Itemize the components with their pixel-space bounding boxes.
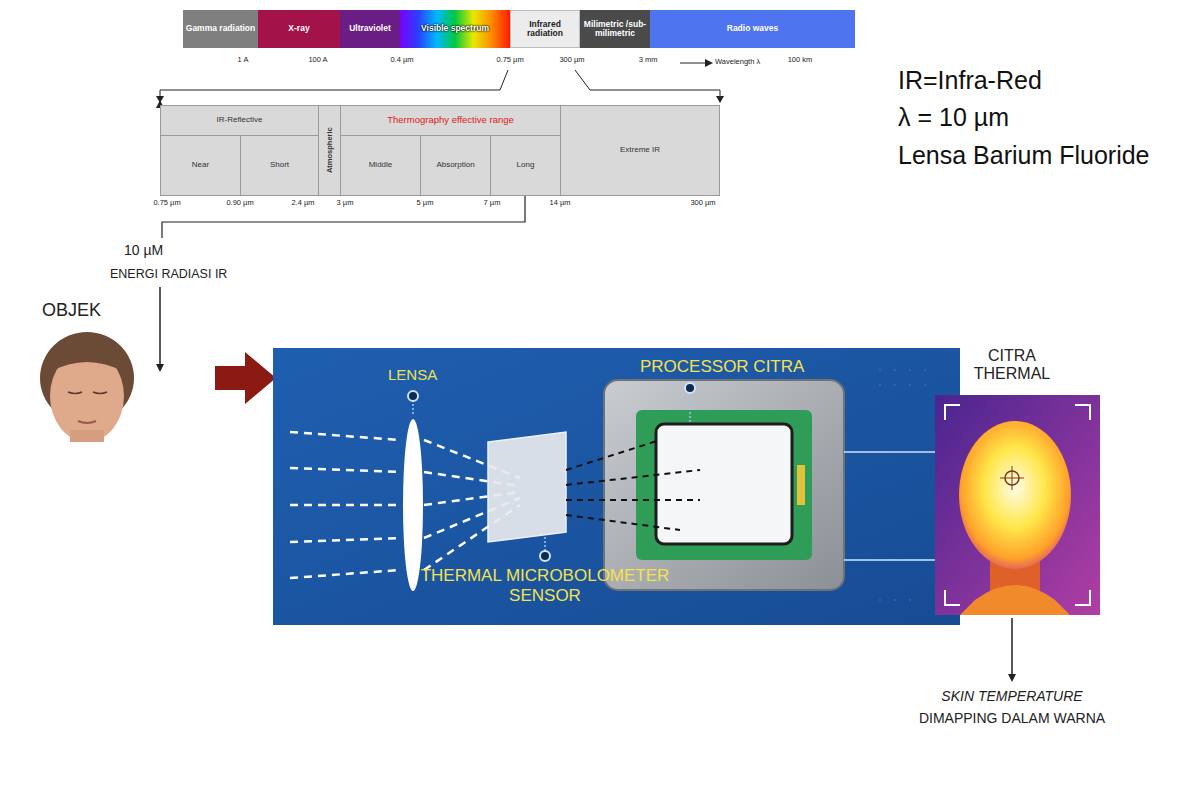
energy-label: ENERGI RADIASI IR — [110, 267, 227, 281]
band-label: Short — [270, 161, 289, 170]
part-label: LENSA — [388, 366, 437, 383]
input-arrow — [215, 352, 276, 404]
band-label: Near — [192, 161, 209, 170]
scale-value: 0.75 µm — [496, 56, 523, 65]
lens — [403, 419, 423, 591]
panel-dots — [879, 369, 926, 601]
band-label: Milimetric /sub-milimetric — [582, 20, 648, 39]
spectrum-band: X-ray — [258, 10, 340, 48]
output-wire — [844, 451, 935, 453]
scale-value: 14 µm — [550, 199, 571, 208]
output-wire — [844, 559, 935, 561]
band-label: Radio waves — [727, 24, 779, 33]
band-label: Atmospheric — [325, 128, 333, 174]
scale-value: 3 µm — [337, 199, 354, 208]
scale-value: 7 µm — [484, 199, 501, 208]
bracket-line — [160, 70, 508, 102]
face-photo — [40, 332, 134, 442]
scale-value: 300 µm — [559, 56, 584, 65]
axis-arrow — [680, 63, 711, 64]
band-label: Middle — [369, 161, 393, 170]
scale-value: 3 mm — [639, 56, 658, 65]
ir-band-cell: Long — [490, 135, 561, 196]
bracket-line — [575, 70, 720, 102]
ir-band-cell: IR-Reflective — [160, 105, 319, 136]
spectrum-band: Milimetric /sub-milimetric — [580, 10, 650, 48]
spectrum-band: Radio waves — [650, 10, 855, 48]
image-processor — [604, 380, 844, 590]
scale-value: 300 µm — [690, 199, 715, 208]
mapping-arrow — [1011, 618, 1013, 680]
image-label: CITRA THERMAL — [952, 347, 1072, 384]
spectrum-band: Ultraviolet — [340, 10, 400, 48]
scale-value: 100 A — [308, 56, 327, 65]
ir-band-cell: Absorption — [420, 135, 491, 196]
scale-value: 5 µm — [417, 199, 434, 208]
band-label: Ultraviolet — [349, 24, 391, 33]
caption-line: DIMAPPING DALAM WARNA — [919, 710, 1105, 726]
note-text: Lensa Barium Fluoride — [898, 141, 1150, 170]
scale-value: 0.75 µm — [153, 199, 180, 208]
bracket-line — [162, 196, 525, 238]
part-label: PROCESSOR CITRA — [640, 357, 804, 377]
caption-line: SKIN TEMPERATURE — [941, 688, 1082, 704]
band-label: Long — [517, 161, 535, 170]
wavelength-label: 10 µM — [124, 242, 163, 258]
band-label: Gamma radiation — [186, 24, 255, 33]
bracket-head — [156, 96, 724, 103]
ir-band-cell: Thermography effective range — [340, 105, 561, 136]
camera-panel — [273, 348, 960, 625]
band-label: Extreme IR — [620, 146, 660, 155]
band-label: Thermography effective range — [387, 115, 514, 125]
ir-band-cell: Near — [160, 135, 241, 196]
note-text: IR=Infra-Red — [898, 66, 1042, 95]
ir-band-cell: Middle — [340, 135, 421, 196]
axis-label: Wavelength λ — [715, 58, 760, 67]
scale-value: 0.90 µm — [226, 199, 253, 208]
band-label: X-ray — [288, 24, 309, 33]
band-label: Infrared radiation — [513, 20, 577, 39]
microbolometer-sensor — [488, 432, 566, 542]
signal-rays — [566, 440, 700, 530]
energy-arrow — [159, 287, 161, 370]
ir-band-cell: Extreme IR — [560, 105, 720, 196]
band-label: Visible spectrum — [421, 24, 489, 33]
scale-value: 1 A — [238, 56, 249, 65]
note-text: λ = 10 µm — [898, 103, 1009, 132]
scale-value: 2.4 µm — [291, 199, 314, 208]
spectrum-band: Infrared radiation — [510, 10, 580, 48]
ir-band-cell: Short — [240, 135, 319, 196]
ir-band-cell: Atmospheric — [318, 105, 341, 196]
band-label: Absorption — [436, 161, 474, 170]
spectrum-band: Gamma radiation — [183, 10, 258, 48]
part-label: THERMAL MICROBOLOMETER SENSOR — [420, 566, 670, 605]
scale-value: 0.4 µm — [390, 56, 413, 65]
object-label: OBJEK — [42, 300, 101, 321]
thermal-image — [935, 395, 1100, 615]
scale-value: 100 km — [788, 56, 813, 65]
spectrum-band: Visible spectrum — [400, 10, 510, 48]
leader-pins — [408, 383, 695, 561]
band-label: IR-Reflective — [217, 116, 263, 125]
